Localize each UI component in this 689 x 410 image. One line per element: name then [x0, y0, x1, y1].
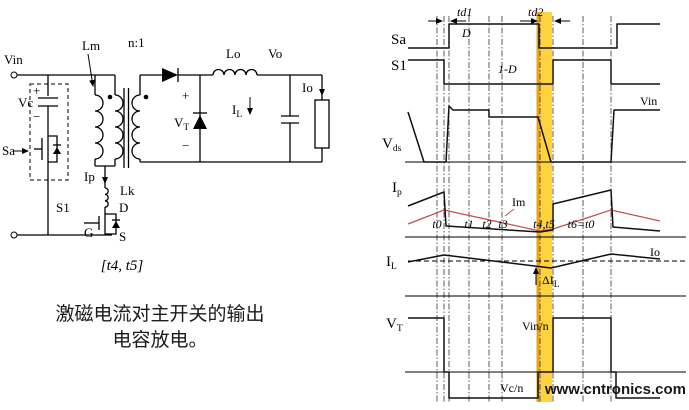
output-stage: Io — [281, 75, 330, 162]
secondary-dot-icon — [143, 94, 149, 100]
input-terminal-top — [10, 71, 18, 79]
leakage-inductor-coil — [104, 187, 109, 208]
primary-rails — [17, 74, 115, 236]
load-resistor — [314, 99, 330, 149]
rectifier-diode — [162, 68, 179, 82]
lm-pointer-arrow — [87, 53, 96, 87]
clamp-branch: + Vc − Sa — [2, 75, 69, 235]
s1-row-label: S1 — [391, 58, 407, 74]
td1-label: td1 — [457, 5, 472, 19]
secondary-coil — [131, 94, 141, 160]
rectifier-diode-icon — [162, 68, 178, 82]
duty-1-d-label: 1-D — [498, 62, 517, 76]
sa-mosfet — [34, 134, 61, 235]
primary-dot-icon — [107, 94, 113, 100]
gate-label: G — [84, 225, 93, 240]
vt-waveform — [408, 317, 660, 399]
lk-label: Lk — [120, 183, 135, 198]
vo-label: Vo — [268, 46, 282, 61]
t0-label: t0 — [432, 217, 441, 231]
primary-coil — [114, 94, 124, 160]
vt-plus: + — [182, 88, 189, 103]
output-inductor: Lo Vo IL — [212, 46, 282, 120]
freewheel-diode-icon — [193, 115, 207, 129]
il-waveform — [407, 253, 661, 269]
t4-t5-label: t4,t5 — [533, 217, 555, 231]
freewheel-diode-branch: + VT − — [174, 75, 207, 162]
ip-label: Ip — [84, 169, 95, 184]
il-row-label: IL — [386, 254, 397, 272]
vt-minus: − — [182, 138, 189, 153]
input-terminal-bottom — [10, 231, 18, 239]
deadtime-annotations: td1 td2 — [428, 5, 570, 24]
s1-waveform — [408, 59, 660, 85]
t1-label: t1 — [464, 217, 473, 231]
magnetizing-inductor-coil — [94, 94, 104, 160]
im-label: Im — [512, 195, 526, 209]
clamp-dashed-box — [29, 83, 69, 181]
td2-label: td2 — [528, 5, 543, 19]
lo-coil — [212, 68, 258, 76]
duty-d-label: D — [461, 26, 471, 40]
vc-plus: + — [33, 83, 40, 98]
caption-line2: 电容放电。 — [112, 329, 207, 351]
s1-label: S1 — [56, 200, 70, 215]
source-label: S — [119, 229, 126, 244]
vds-row-label: Vds — [382, 136, 402, 154]
delta-il-label: ΔIL — [542, 273, 560, 290]
caption-line1: 激磁电流对主开关的输出 — [55, 303, 264, 325]
sa-body-diode-icon — [53, 147, 61, 154]
vt-row-label: VT — [386, 316, 403, 334]
circuit-panel: Vin — [2, 35, 330, 351]
vin-level-label: Vin — [640, 94, 657, 108]
t4-t5-highlight-band — [539, 12, 552, 402]
watermark-text: www.cntronics.com — [544, 381, 686, 398]
primary-leg: Ip Lk — [84, 166, 135, 214]
interval-caption: [t4, t5] — [101, 258, 144, 274]
t6-label: t6=t0 — [568, 217, 595, 231]
time-labels: t0 t1 t2 t3 t4,t5 t6=t0 — [432, 217, 594, 231]
sa-waveform — [408, 23, 660, 49]
drain-label: D — [119, 200, 128, 215]
vc-minus: − — [33, 109, 40, 124]
timing-panel: Sa S1 Vds Ip IL VT td1 td2 D 1-D Vin Im … — [382, 5, 686, 402]
transformer: Lm n:1 — [82, 35, 149, 168]
vc-label: Vc — [18, 95, 33, 110]
vc-over-n-label: Vc/n — [500, 381, 523, 395]
lm-label: Lm — [82, 38, 100, 53]
t3-label: t3 — [498, 217, 507, 231]
vds-waveform — [407, 105, 660, 163]
im-pointer-line — [504, 208, 515, 217]
sa-row-label: Sa — [391, 32, 406, 48]
time-gridlines — [436, 16, 612, 402]
il-label: IL — [232, 102, 242, 120]
t2-label: t2 — [482, 217, 491, 231]
vin-label: Vin — [4, 52, 23, 67]
s1-mosfet: S1 G D S — [56, 200, 128, 244]
ip-waveform — [407, 189, 661, 233]
io-label: Io — [302, 80, 313, 95]
t4-t5-highlight-edge — [536, 12, 540, 402]
secondary-rails — [140, 74, 322, 163]
sa-label: Sa — [2, 143, 15, 158]
vin-over-n-label: Vin/n — [522, 319, 549, 333]
lo-label: Lo — [226, 46, 240, 61]
turns-ratio-label: n:1 — [128, 35, 145, 50]
s1-body-diode-icon — [112, 221, 120, 228]
vt-label: VT — [174, 115, 189, 133]
ip-row-label: Ip — [392, 180, 402, 198]
im-waveform — [407, 209, 661, 232]
io-level-label: Io — [650, 245, 660, 259]
